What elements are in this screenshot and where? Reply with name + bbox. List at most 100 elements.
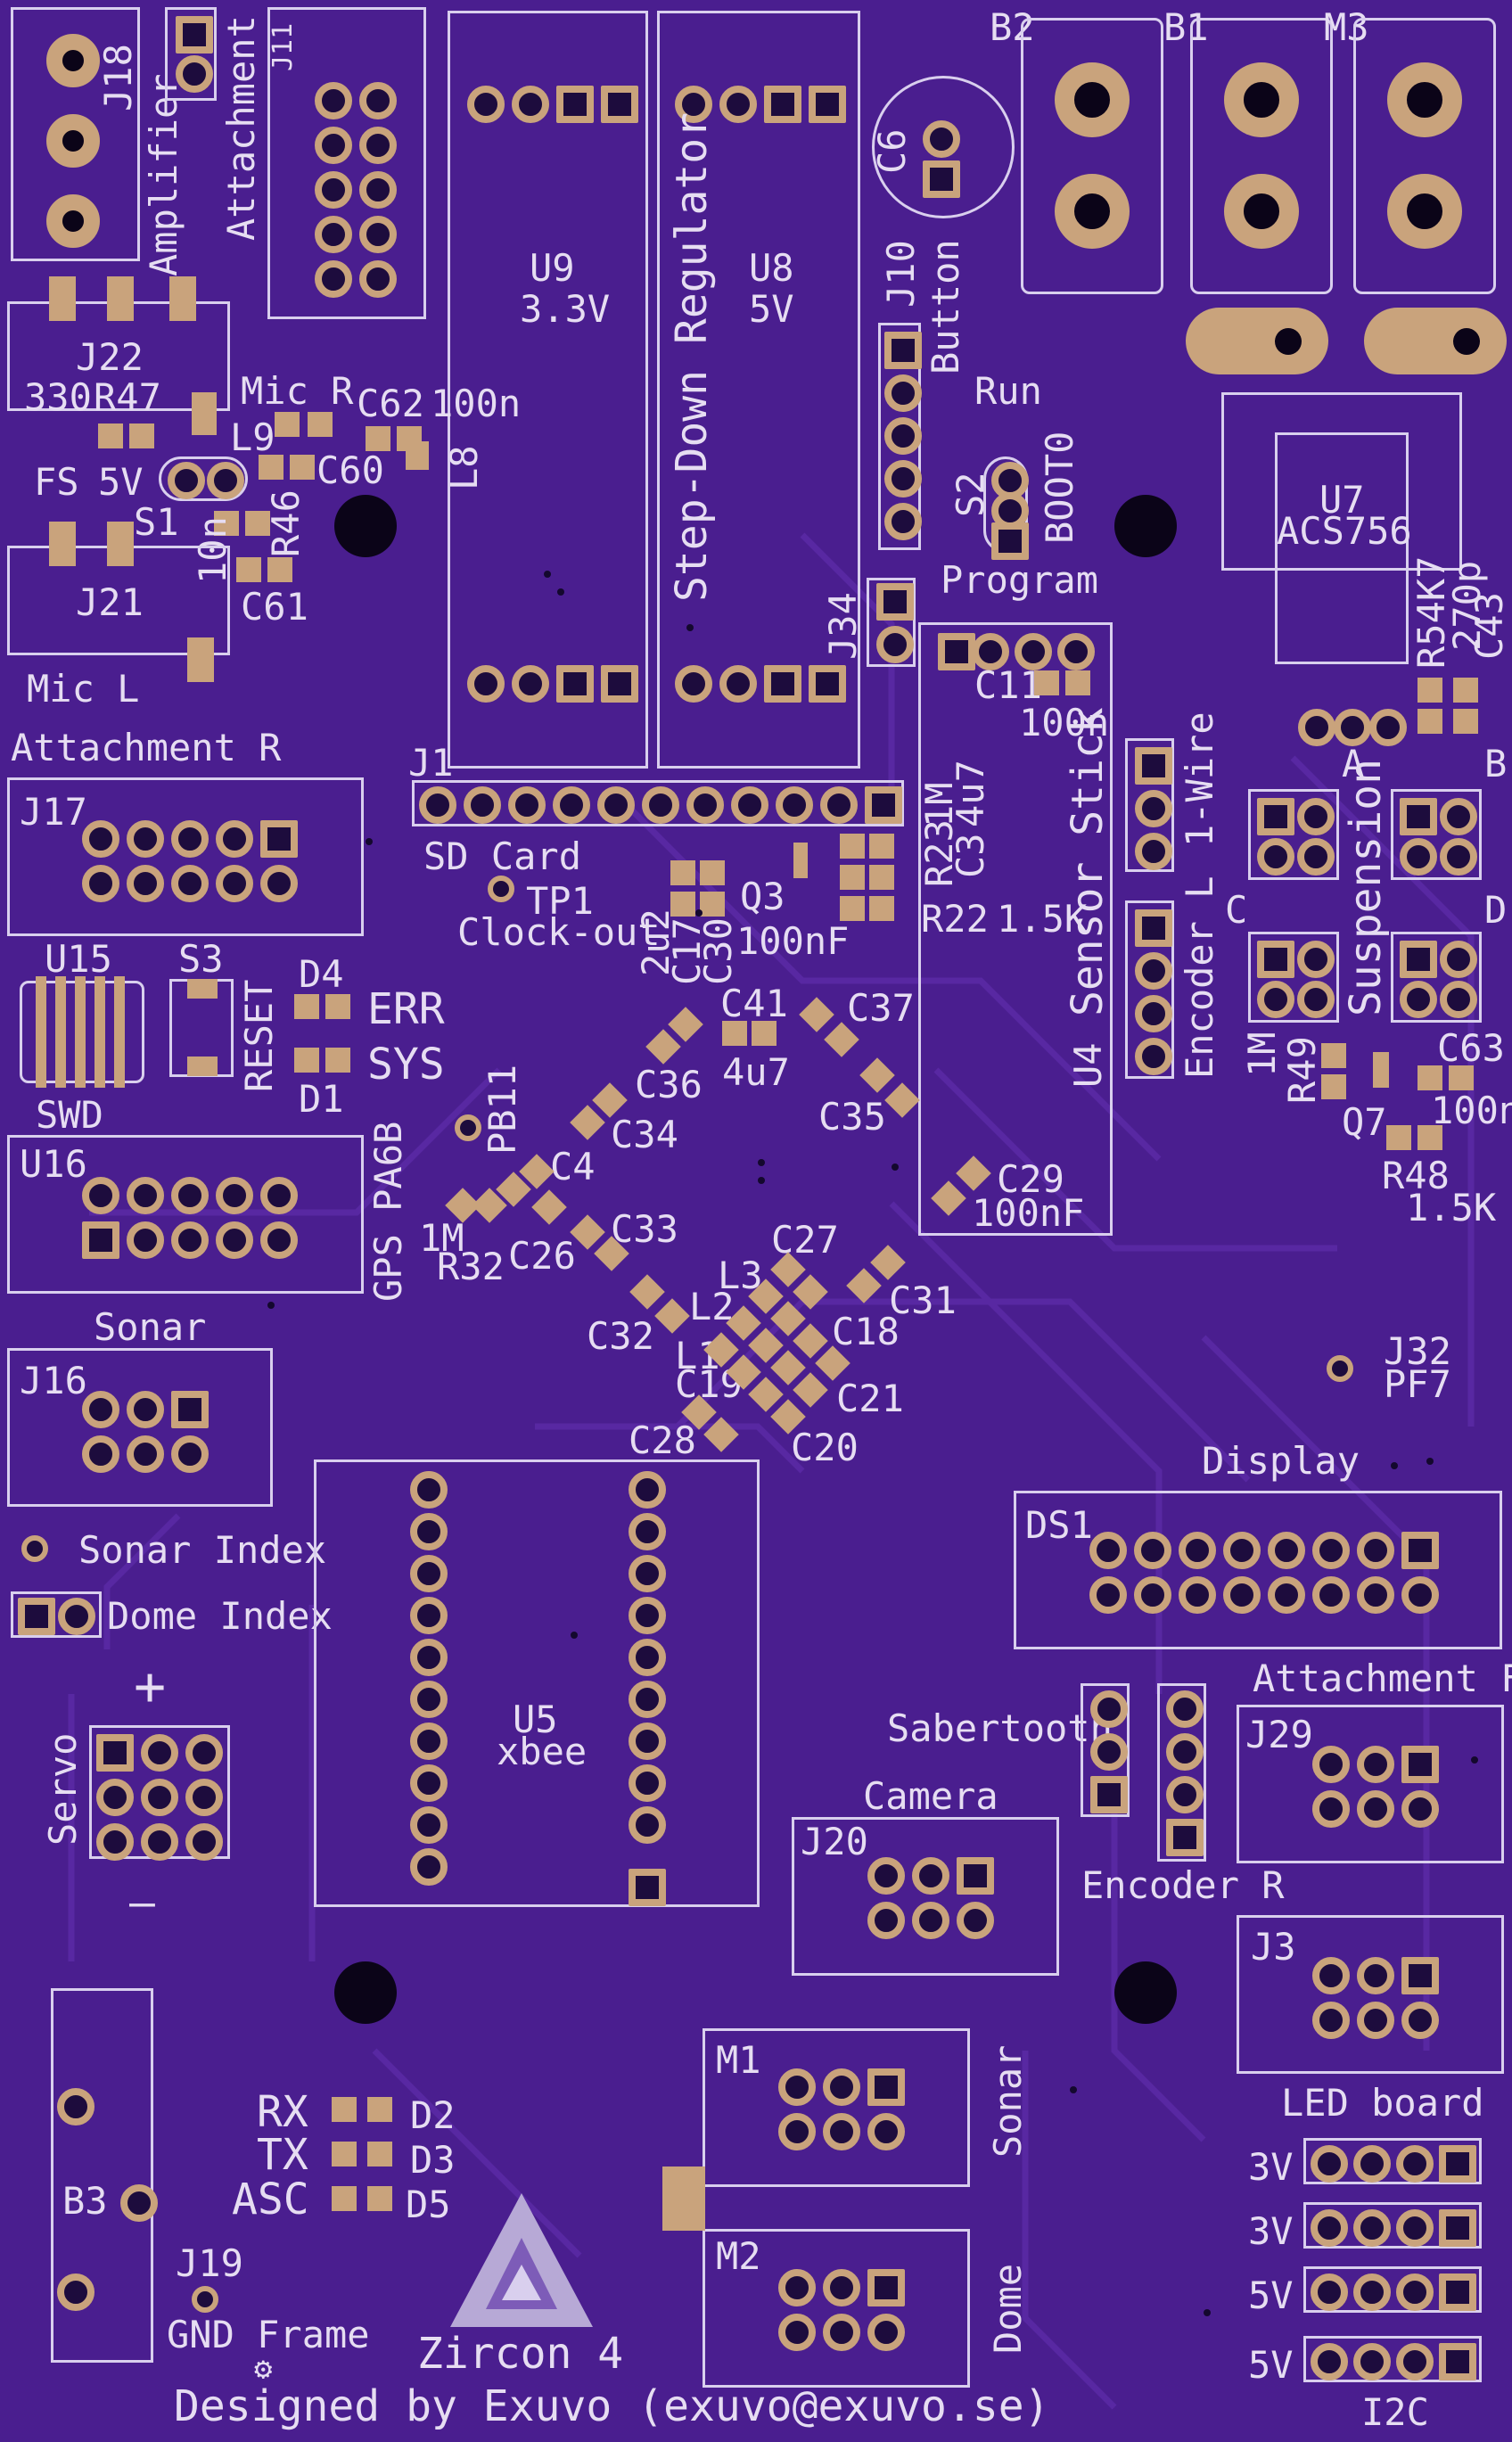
j34-pin[interactable]: [876, 626, 914, 663]
suspension-b-pin[interactable]: [1440, 798, 1477, 835]
attachment-l-pin-1[interactable]: [176, 16, 213, 53]
fs-jumper-pin[interactable]: [207, 462, 244, 499]
u9-pin[interactable]: [556, 665, 594, 703]
j17-pin[interactable]: [216, 865, 253, 902]
ds1-pin[interactable]: [1179, 1576, 1216, 1614]
u5-pin[interactable]: [410, 1723, 448, 1760]
j1-pin[interactable]: [419, 786, 456, 824]
i2c-pin[interactable]: [1311, 2273, 1348, 2311]
ds1-pin[interactable]: [1357, 1532, 1394, 1569]
j29-pin[interactable]: [1357, 1746, 1394, 1783]
i2c-pin[interactable]: [1396, 2145, 1434, 2183]
servo-pin[interactable]: [96, 1734, 134, 1772]
j17-pin[interactable]: [171, 820, 209, 858]
j11-pin[interactable]: [315, 260, 352, 298]
u16-pin[interactable]: [260, 1177, 298, 1214]
i2c-pin[interactable]: [1353, 2273, 1391, 2311]
j10-pin[interactable]: [884, 460, 922, 497]
u9-pin[interactable]: [556, 86, 594, 123]
ds1-pin[interactable]: [1134, 1576, 1171, 1614]
u16-pin[interactable]: [171, 1177, 209, 1214]
ds1-pin[interactable]: [1268, 1576, 1305, 1614]
m1-pin[interactable]: [823, 2113, 860, 2150]
j32-testpoint[interactable]: [1327, 1355, 1353, 1382]
servo-pin[interactable]: [185, 1823, 223, 1861]
j16-pin[interactable]: [82, 1435, 119, 1473]
servo-pin[interactable]: [141, 1734, 178, 1772]
j20-pin[interactable]: [912, 1902, 949, 1939]
u7-pin[interactable]: [1334, 709, 1371, 746]
u8-pin[interactable]: [675, 665, 712, 703]
u5-pin[interactable]: [410, 1681, 448, 1718]
i2c-pin[interactable]: [1311, 2209, 1348, 2247]
i2c-pin[interactable]: [1396, 2273, 1434, 2311]
attachment-l-pin-2[interactable]: [176, 55, 213, 93]
m1-pin[interactable]: [867, 2113, 905, 2150]
u9-pin[interactable]: [512, 86, 549, 123]
u5-pin[interactable]: [410, 1764, 448, 1802]
u16-pin[interactable]: [82, 1221, 119, 1259]
j10-pin[interactable]: [884, 374, 922, 412]
u5-pin[interactable]: [629, 1555, 666, 1592]
j3-pin[interactable]: [1401, 1957, 1439, 1994]
b2-pin-2[interactable]: [1055, 174, 1130, 249]
suspension-a-pin[interactable]: [1297, 838, 1335, 876]
suspension-d-pin[interactable]: [1440, 981, 1477, 1018]
u5-pin[interactable]: [629, 1639, 666, 1676]
j10-pin[interactable]: [884, 503, 922, 540]
u5-pin[interactable]: [410, 1555, 448, 1592]
j17-pin[interactable]: [82, 820, 119, 858]
suspension-a-pin[interactable]: [1257, 798, 1294, 835]
u7-pin[interactable]: [1369, 709, 1407, 746]
m3-pin-2[interactable]: [1387, 174, 1462, 249]
j20-pin[interactable]: [957, 1902, 994, 1939]
suspension-c-pin[interactable]: [1257, 941, 1294, 978]
u16-pin[interactable]: [82, 1177, 119, 1214]
i2c-pin[interactable]: [1311, 2343, 1348, 2380]
c6-pin[interactable]: [923, 120, 960, 158]
servo-pin[interactable]: [96, 1823, 134, 1861]
encoder-l-pin[interactable]: [1135, 995, 1172, 1032]
suspension-b-pin[interactable]: [1400, 838, 1437, 876]
m2-pin[interactable]: [778, 2314, 816, 2351]
encoder-l-pin[interactable]: [1135, 1038, 1172, 1075]
u5-pin[interactable]: [629, 1723, 666, 1760]
c6-pin[interactable]: [923, 160, 960, 198]
j1-pin[interactable]: [553, 786, 590, 824]
u8-pin[interactable]: [809, 86, 846, 123]
j1-pin[interactable]: [464, 786, 501, 824]
j16-pin[interactable]: [127, 1391, 164, 1428]
j17-pin[interactable]: [171, 865, 209, 902]
u5-pin[interactable]: [410, 1848, 448, 1886]
j18-pin-2[interactable]: [46, 114, 100, 168]
j17-pin[interactable]: [127, 820, 164, 858]
u16-pin[interactable]: [216, 1177, 253, 1214]
u9-pin[interactable]: [467, 86, 505, 123]
j3-pin[interactable]: [1357, 1957, 1394, 1994]
i2c-pin[interactable]: [1353, 2145, 1391, 2183]
j11-pin[interactable]: [359, 82, 397, 119]
u9-pin[interactable]: [512, 665, 549, 703]
i2c-pin[interactable]: [1439, 2209, 1476, 2247]
suspension-a-pin[interactable]: [1297, 798, 1335, 835]
m2-pin[interactable]: [823, 2269, 860, 2306]
encoder-r-pin[interactable]: [1166, 1733, 1204, 1771]
ds1-pin[interactable]: [1223, 1532, 1261, 1569]
u16-pin[interactable]: [127, 1221, 164, 1259]
j11-pin[interactable]: [315, 171, 352, 209]
j1-pin[interactable]: [508, 786, 546, 824]
j16-pin[interactable]: [171, 1435, 209, 1473]
sabertooth-pin[interactable]: [1090, 1733, 1128, 1771]
j11-pin[interactable]: [315, 216, 352, 253]
ds1-pin[interactable]: [1401, 1576, 1439, 1614]
m2-pin[interactable]: [778, 2269, 816, 2306]
j20-pin[interactable]: [957, 1857, 994, 1895]
j29-pin[interactable]: [1312, 1790, 1350, 1828]
u8-pin[interactable]: [764, 86, 801, 123]
j1-pin[interactable]: [865, 786, 902, 824]
b3-pin[interactable]: [120, 2184, 158, 2222]
suspension-d-pin[interactable]: [1400, 941, 1437, 978]
suspension-b-pin[interactable]: [1440, 838, 1477, 876]
u5-pin[interactable]: [410, 1471, 448, 1509]
encoder-l-pin[interactable]: [1135, 909, 1172, 947]
